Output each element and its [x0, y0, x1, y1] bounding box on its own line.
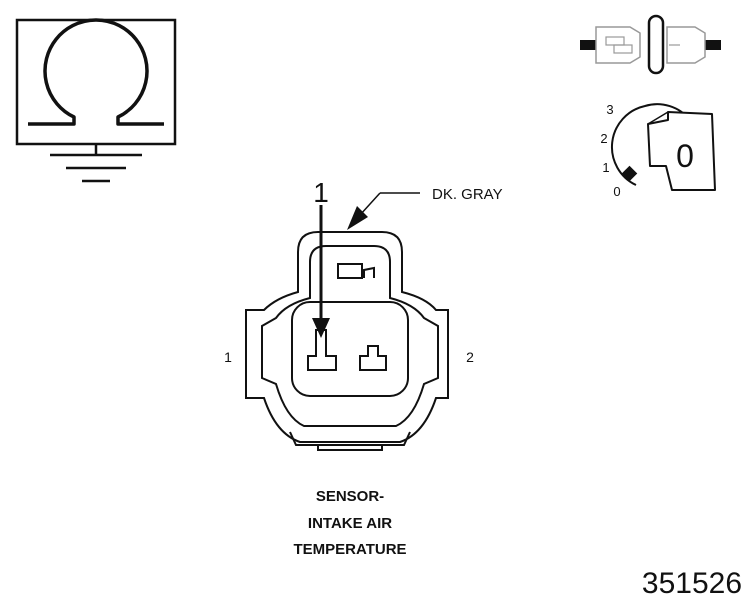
ignition-position-3: 3 — [606, 102, 613, 117]
caption-line-2: INTAKE AIR — [307, 515, 393, 532]
ignition-switch-icon: 0 3 2 1 0 — [600, 102, 716, 199]
sensor-connector-face — [245, 231, 449, 451]
key-position-label: 0 — [676, 138, 694, 174]
connector-side-left-label: 1 — [224, 349, 232, 365]
figure-number: 351526 — [641, 567, 742, 600]
probe-arrow: 1 — [312, 177, 330, 338]
ignition-position-2: 2 — [600, 131, 607, 146]
ohmmeter-icon: Ω — [15, 18, 177, 183]
wire-color-callout: DK. GRAY — [347, 186, 503, 230]
ignition-position-0: 0 — [613, 184, 620, 199]
connector-side-right-label: 2 — [466, 349, 474, 365]
ground-icon — [50, 144, 142, 183]
wire-color-label: DK. GRAY — [432, 186, 503, 203]
ignition-position-1: 1 — [602, 160, 609, 175]
caption-line-3: TEMPERATURE — [293, 541, 407, 558]
disconnected-connector-icon — [580, 14, 721, 75]
caption-line-1: SENSOR- — [315, 488, 385, 505]
probe-terminal-label: 1 — [313, 177, 329, 208]
